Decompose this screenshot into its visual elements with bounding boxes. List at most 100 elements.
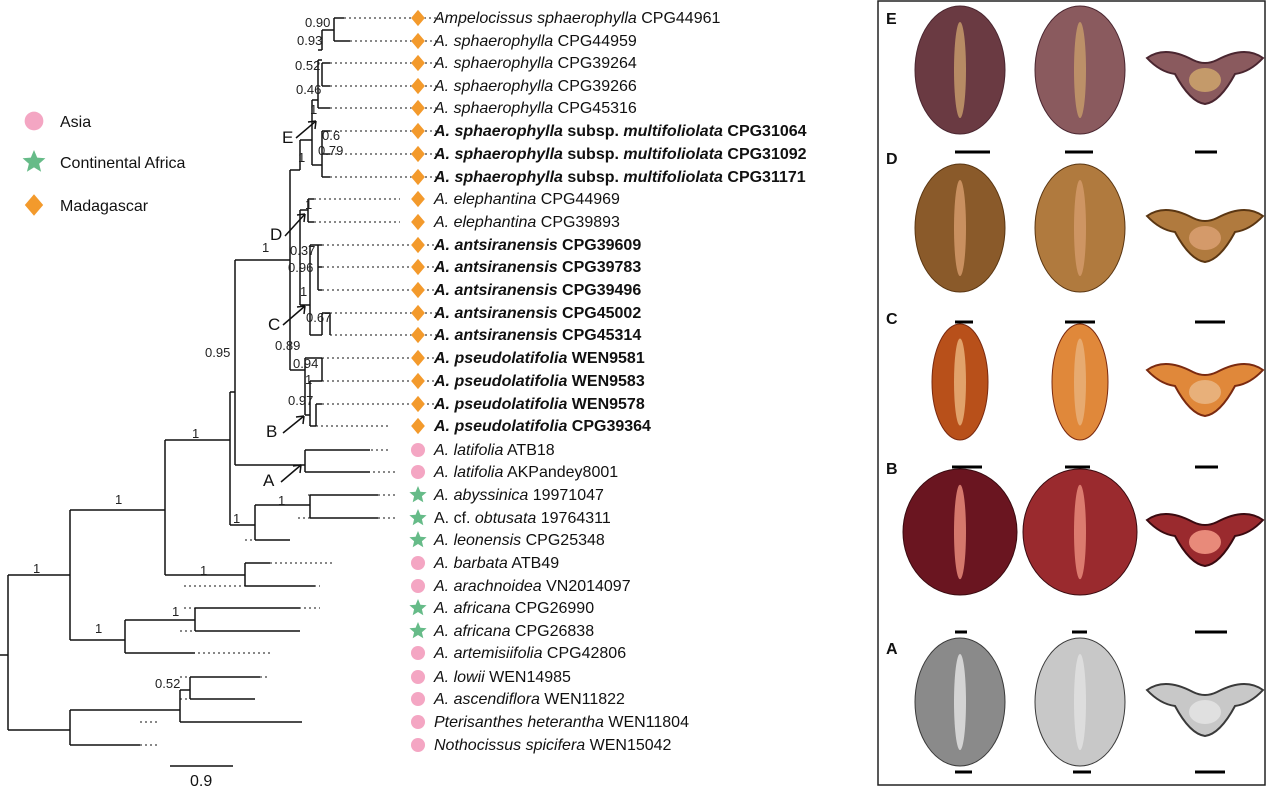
support-value: 0.79 [318, 143, 343, 158]
madagascar-symbol [411, 395, 425, 413]
tip-label: A. antsiranensis CPG45002 [433, 305, 641, 322]
support-value: 0.95 [205, 345, 230, 360]
tip-label: A. sphaerophylla CPG45316 [433, 100, 637, 117]
tip-label: A. ascendiflora WEN11822 [433, 691, 625, 708]
seed-cross-section-core [1189, 700, 1221, 724]
seed-panel-e: E [886, 5, 1265, 154]
tip-label-part: CPG42806 [542, 645, 626, 662]
tip-label-part: multifoliolata [623, 123, 723, 140]
madagascar-symbol [411, 304, 425, 322]
tip-label-part: CPG31064 [723, 123, 807, 140]
tip-label-part: CPG39783 [558, 259, 642, 276]
support-value: 1 [192, 426, 199, 441]
asia-symbol [410, 578, 426, 594]
seed-ridge [954, 22, 966, 118]
tip-label-part: Ampelocissus sphaerophylla [433, 10, 637, 27]
support-value: 0.90 [305, 15, 330, 30]
madagascar-symbol [411, 281, 425, 299]
clade-arrow [295, 120, 317, 139]
clade-marker-d: D [270, 225, 282, 244]
support-value: 1 [115, 492, 122, 507]
tip-label: A. pseudolatifolia WEN9578 [433, 396, 645, 413]
tip-label-part: multifoliolata [623, 169, 723, 186]
madagascar-symbol [411, 145, 425, 163]
tip-label: A. sphaerophylla CPG44959 [433, 33, 637, 50]
clade-marker-b: B [266, 422, 277, 441]
tip-label-part: AKPandey8001 [503, 464, 618, 481]
panel-letter: D [886, 151, 898, 168]
seed-panel-b: B [886, 461, 1265, 634]
seed-panel-c: C [886, 311, 1265, 469]
tip-label-part: WEN9581 [567, 350, 644, 367]
tip-label: A. sphaerophylla CPG39264 [433, 55, 637, 72]
tip-label: A. sphaerophylla subsp. multifoliolata C… [433, 169, 806, 186]
tip-label: A. africana CPG26838 [433, 623, 594, 640]
tip-label: A. pseudolatifolia WEN9581 [433, 350, 645, 367]
tip-label-part: VN2014097 [542, 578, 631, 595]
tip-label-part: 19764311 [536, 510, 611, 527]
scale-bar-label: 0.9 [190, 773, 212, 788]
tip-label-part: A. pseudolatifolia [433, 396, 567, 413]
tip-label-part: CPG45002 [558, 305, 642, 322]
tip-label-part: A. antsiranensis [433, 327, 558, 344]
tip-label: Ampelocissus sphaerophylla CPG44961 [433, 10, 720, 27]
tip-label-part: A. sphaerophylla [433, 146, 563, 163]
africa-symbol [409, 509, 427, 526]
tip-label-part: A. antsiranensis [433, 237, 558, 254]
asia-symbol [410, 442, 426, 458]
support-value: 1 [172, 604, 179, 619]
tip-label: A. antsiranensis CPG39496 [433, 282, 641, 299]
tip-label-part: A. antsiranensis [433, 282, 558, 299]
support-value: 0.46 [296, 82, 321, 97]
tip-label: A. elephantina CPG39893 [433, 214, 620, 231]
tip-label-part: CPG31171 [723, 169, 806, 186]
support-value: 0.67 [306, 310, 331, 325]
tip-label: A. sphaerophylla subsp. multifoliolata C… [433, 146, 807, 163]
clade-marker-c: C [268, 315, 280, 334]
tip-label-part: A. cf. [434, 510, 475, 527]
tip-label-part: CPG44961 [637, 10, 721, 27]
scale-bar: 0.9 [170, 765, 233, 788]
africa-symbol [409, 486, 427, 503]
seed-ridge [954, 338, 966, 426]
tip-label-part: subsp. [563, 123, 623, 140]
clade-arrow [282, 305, 306, 326]
seed-ridge [1074, 180, 1086, 276]
seed-cross-section-core [1189, 380, 1221, 404]
seed-ridge [1074, 654, 1086, 750]
tip-label: A. elephantina CPG44969 [433, 191, 620, 208]
seed-ridge [1074, 484, 1086, 580]
tip-label-part: A. arachnoidea [433, 578, 542, 595]
seed-cross-section-core [1189, 68, 1221, 92]
panel-letter: B [886, 461, 898, 478]
tip-label-part: A. barbata [433, 555, 508, 572]
tip-label-part: CPG26990 [510, 600, 594, 617]
tip-label-part: A. pseudolatifolia [433, 373, 567, 390]
support-value: 0.52 [295, 58, 320, 73]
clade-arrowhead [296, 213, 306, 223]
tip-label-part: Pterisanthes heterantha [434, 714, 604, 731]
support-value: 1 [278, 493, 285, 508]
seed-ridge [954, 654, 966, 750]
tip-label-part: WEN11822 [540, 691, 625, 708]
support-value: 1 [262, 240, 269, 255]
madagascar-symbol [411, 236, 425, 254]
seed-cross-section-core [1189, 226, 1221, 250]
clade-arrowhead [295, 415, 305, 425]
tip-label-part: A. sphaerophylla [433, 100, 553, 117]
support-value: 0.94 [293, 356, 318, 371]
tip-label-part: A. elephantina [433, 214, 536, 231]
support-value: 1 [33, 561, 40, 576]
asia-symbol [410, 737, 426, 753]
tip-label: A. antsiranensis CPG39609 [433, 237, 641, 254]
phylogenetic-tree [0, 17, 440, 746]
tip-label-part: CPG39496 [558, 282, 642, 299]
tip-label: A. antsiranensis CPG39783 [433, 259, 641, 276]
seed-panel-a: A [886, 637, 1265, 774]
tip-label-part: A. africana [433, 623, 511, 640]
madagascar-symbol [411, 9, 425, 27]
tip-label-part: A. ascendiflora [433, 691, 540, 708]
